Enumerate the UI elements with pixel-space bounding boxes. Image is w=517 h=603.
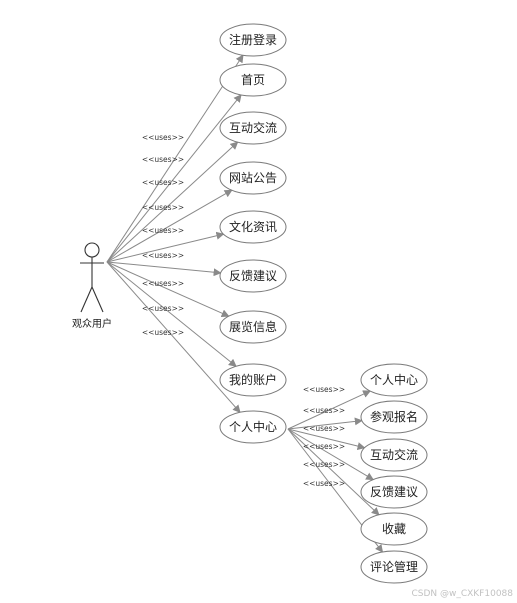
sub-use-case-1-label: 参观报名 — [370, 409, 418, 424]
sub-uses-label-2: <<uses>> — [303, 424, 345, 433]
use-case-1-label: 首页 — [241, 73, 265, 87]
use-case-3-label: 网站公告 — [229, 171, 277, 185]
sub-use-case-4-label: 收藏 — [382, 522, 406, 536]
use-case-8-ellipse — [219, 410, 287, 444]
use-case-0-label: 注册登录 — [229, 32, 277, 47]
sub-uses-edge-3 — [287, 428, 374, 481]
uses-label-7: <<uses>> — [142, 304, 184, 313]
uses-label-4: <<uses>> — [142, 226, 184, 235]
use-case-0: 注册登录 — [219, 23, 287, 57]
sub-uses-label-1: <<uses>> — [303, 406, 345, 415]
sub-use-case-4: 收藏 — [360, 512, 428, 546]
sub-use-case-1-ellipse — [360, 400, 428, 434]
use-case-5: 反馈建议 — [219, 259, 287, 293]
use-case-1-ellipse — [219, 63, 287, 97]
sub-uses-label-0: <<uses>> — [303, 385, 345, 394]
uses-edge-1 — [106, 94, 242, 263]
use-case-7-ellipse — [219, 363, 287, 397]
use-case-1: 首页 — [219, 63, 287, 97]
use-case-2-ellipse — [219, 111, 287, 145]
sub-use-case-2-label: 互动交流 — [370, 447, 418, 462]
uses-label-5: <<uses>> — [142, 251, 184, 260]
uses-label-1: <<uses>> — [142, 155, 184, 164]
use-case-2-label: 互动交流 — [229, 120, 277, 135]
actor-figure — [80, 242, 104, 313]
sub-uses-edge-1 — [287, 417, 363, 430]
sub-use-case-1: 参观报名 — [360, 400, 428, 434]
use-case-5-ellipse — [219, 259, 287, 293]
actor-leg-left — [80, 286, 93, 313]
actor-label: 观众用户 — [72, 317, 112, 330]
sub-uses-edge-0 — [287, 390, 372, 430]
use-case-7-label: 我的账户 — [229, 372, 277, 387]
use-case-0-ellipse — [219, 23, 287, 57]
sub-use-case-5: 评论管理 — [360, 550, 428, 584]
sub-use-case-5-label: 评论管理 — [370, 559, 418, 574]
uses-label-0: <<uses>> — [142, 133, 184, 142]
use-case-6: 展览信息 — [219, 310, 287, 344]
sub-use-case-0-ellipse — [360, 363, 428, 397]
use-case-7: 我的账户 — [219, 363, 287, 397]
stereotype-labels: <<uses>> <<uses>> <<uses>> <<uses>> <<uses>>… — [142, 133, 345, 488]
sub-uses-edge-2 — [287, 428, 366, 450]
sub-use-case-3: 反馈建议 — [360, 475, 428, 509]
actor-leg-right — [91, 286, 104, 313]
use-case-nodes: 注册登录首页互动交流网站公告文化资讯反馈建议展览信息我的账户个人中心个人中心参观… — [219, 23, 428, 584]
uses-edge-5 — [106, 261, 222, 277]
association-edges — [106, 54, 384, 553]
use-case-6-ellipse — [219, 310, 287, 344]
uses-label-2: <<uses>> — [142, 178, 184, 187]
use-case-5-label: 反馈建议 — [229, 269, 277, 283]
sub-uses-label-3: <<uses>> — [303, 442, 345, 451]
sub-use-case-5-ellipse — [360, 550, 428, 584]
sub-uses-label-5: <<uses>> — [303, 479, 345, 488]
use-case-4-label: 文化资讯 — [229, 219, 277, 234]
sub-uses-edge-4 — [287, 428, 380, 516]
uses-edge-3 — [106, 189, 233, 263]
sub-use-case-2-ellipse — [360, 438, 428, 472]
use-case-6-label: 展览信息 — [229, 319, 277, 334]
sub-use-case-0: 个人中心 — [360, 363, 428, 397]
sub-use-case-4-ellipse — [360, 512, 428, 546]
sub-uses-label-4: <<uses>> — [303, 460, 345, 469]
sub-use-case-3-ellipse — [360, 475, 428, 509]
uses-label-6: <<uses>> — [142, 279, 184, 288]
uses-edge-0 — [106, 54, 244, 263]
use-case-4-ellipse — [219, 210, 287, 244]
watermark: CSDN @w_CXKF10088 — [411, 589, 513, 599]
uses-label-8: <<uses>> — [142, 328, 184, 337]
actor-head — [84, 242, 100, 258]
uses-edge-2 — [106, 141, 239, 263]
uses-edge-7 — [106, 261, 237, 367]
use-case-3: 网站公告 — [219, 161, 287, 195]
use-case-4: 文化资讯 — [219, 210, 287, 244]
sub-use-case-3-label: 反馈建议 — [370, 485, 418, 499]
use-case-8-label: 个人中心 — [229, 419, 277, 434]
use-case-8: 个人中心 — [219, 410, 287, 444]
uses-edge-8 — [106, 261, 241, 414]
uses-edge-6 — [106, 261, 230, 317]
uses-label-3: <<uses>> — [142, 203, 184, 212]
use-case-2: 互动交流 — [219, 111, 287, 145]
sub-use-case-0-label: 个人中心 — [370, 372, 418, 387]
uses-edge-4 — [106, 231, 225, 263]
sub-use-case-2: 互动交流 — [360, 438, 428, 472]
use-case-3-ellipse — [219, 161, 287, 195]
